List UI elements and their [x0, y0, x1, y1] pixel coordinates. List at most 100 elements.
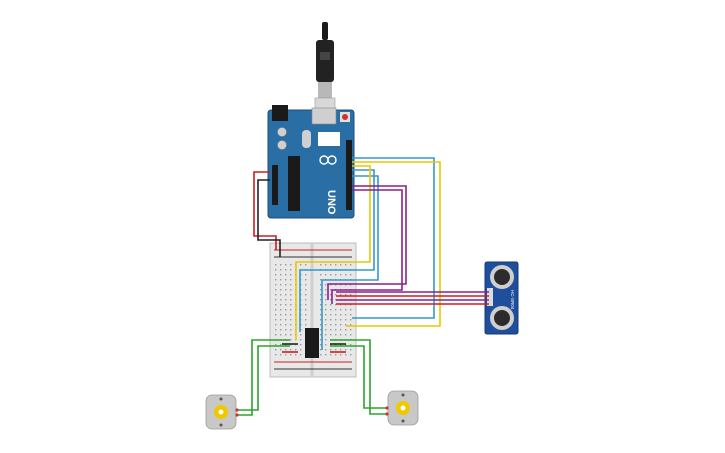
breadboard-hole: [280, 304, 282, 306]
breadboard-hole: [325, 264, 327, 266]
breadboard-hole: [350, 329, 352, 331]
breadboard-hole: [280, 264, 282, 266]
breadboard-hole: [335, 274, 337, 276]
breadboard-hole: [335, 264, 337, 266]
breadboard-hole: [350, 324, 352, 326]
breadboard-hole: [295, 349, 297, 351]
breadboard-hole: [280, 299, 282, 301]
breadboard-hole: [285, 289, 287, 291]
breadboard-hole: [290, 294, 292, 296]
breadboard-hole: [285, 274, 287, 276]
sensor-part-label: HC-SR04: [510, 290, 515, 310]
breadboard-hole: [335, 294, 337, 296]
breadboard-hole: [320, 339, 322, 341]
breadboard-hole: [280, 324, 282, 326]
breadboard-hole: [345, 349, 347, 351]
breadboard-hole: [325, 334, 327, 336]
breadboard-hole: [280, 354, 282, 356]
breadboard-hole: [280, 279, 282, 281]
breadboard-hole: [320, 284, 322, 286]
breadboard-hole: [350, 349, 352, 351]
breadboard-hole: [305, 284, 307, 286]
breadboard-hole: [295, 354, 297, 356]
breadboard-hole: [275, 284, 277, 286]
breadboard-hole: [290, 339, 292, 341]
breadboard-hole: [325, 299, 327, 301]
wire-signal-blue-2: [299, 169, 375, 332]
breadboard-hole: [325, 354, 327, 356]
breadboard-hole: [325, 314, 327, 316]
breadboard-hole: [280, 284, 282, 286]
breadboard-hole: [280, 274, 282, 276]
breadboard-hole: [280, 309, 282, 311]
breadboard-hole: [290, 274, 292, 276]
breadboard-hole: [300, 344, 302, 346]
breadboard-hole: [285, 294, 287, 296]
breadboard-hole: [285, 309, 287, 311]
breadboard-hole: [350, 354, 352, 356]
breadboard-hole: [305, 279, 307, 281]
breadboard-hole: [335, 324, 337, 326]
breadboard-hole: [280, 294, 282, 296]
breadboard-hole: [320, 294, 322, 296]
breadboard-hole: [290, 319, 292, 321]
breadboard-hole: [345, 329, 347, 331]
breadboard-hole: [280, 349, 282, 351]
breadboard-hole: [280, 319, 282, 321]
breadboard-hole: [320, 334, 322, 336]
breadboard-hole: [340, 329, 342, 331]
breadboard-hole: [320, 279, 322, 281]
breadboard-hole: [325, 329, 327, 331]
wire-motor-left-b: [237, 345, 290, 411]
breadboard-hole: [275, 279, 277, 281]
breadboard-hole: [325, 304, 327, 306]
arduino-logo-icon: [319, 155, 337, 165]
breadboard-hole: [280, 344, 282, 346]
breadboard-hole: [305, 309, 307, 311]
wire-motor-right-b: [330, 345, 387, 409]
breadboard-hole: [290, 324, 292, 326]
breadboard-hole: [305, 264, 307, 266]
breadboard-hole: [275, 344, 277, 346]
breadboard-hole: [285, 314, 287, 316]
breadboard-hole: [335, 334, 337, 336]
breadboard-hole: [340, 354, 342, 356]
breadboard-hole: [330, 334, 332, 336]
breadboard-hole: [345, 264, 347, 266]
breadboard-hole: [325, 309, 327, 311]
breadboard-hole: [335, 309, 337, 311]
breadboard-hole: [280, 269, 282, 271]
breadboard-hole: [330, 304, 332, 306]
breadboard-hole: [305, 299, 307, 301]
breadboard-hole: [275, 324, 277, 326]
breadboard-hole: [330, 264, 332, 266]
breadboard-hole: [275, 289, 277, 291]
wire-motor-left-a: [237, 339, 290, 416]
breadboard-hole: [290, 349, 292, 351]
breadboard-hole: [290, 304, 292, 306]
breadboard-hole: [285, 279, 287, 281]
usb-cable: [314, 22, 336, 115]
breadboard-hole: [275, 349, 277, 351]
breadboard-hole: [320, 289, 322, 291]
breadboard-hole: [330, 319, 332, 321]
breadboard-hole: [320, 304, 322, 306]
breadboard-hole: [330, 289, 332, 291]
breadboard-hole: [285, 319, 287, 321]
breadboard-hole: [305, 294, 307, 296]
breadboard-hole: [345, 354, 347, 356]
breadboard-hole: [340, 314, 342, 316]
wire-ground: [257, 179, 281, 257]
breadboard-hole: [275, 329, 277, 331]
breadboard-hole: [290, 284, 292, 286]
breadboard-hole: [350, 264, 352, 266]
breadboard-hole: [345, 314, 347, 316]
breadboard-hole: [285, 354, 287, 356]
breadboard-hole: [305, 314, 307, 316]
breadboard-hole: [340, 319, 342, 321]
breadboard-hole: [325, 284, 327, 286]
breadboard-hole: [320, 344, 322, 346]
breadboard-hole: [345, 274, 347, 276]
breadboard-hole: [320, 309, 322, 311]
breadboard-hole: [290, 309, 292, 311]
